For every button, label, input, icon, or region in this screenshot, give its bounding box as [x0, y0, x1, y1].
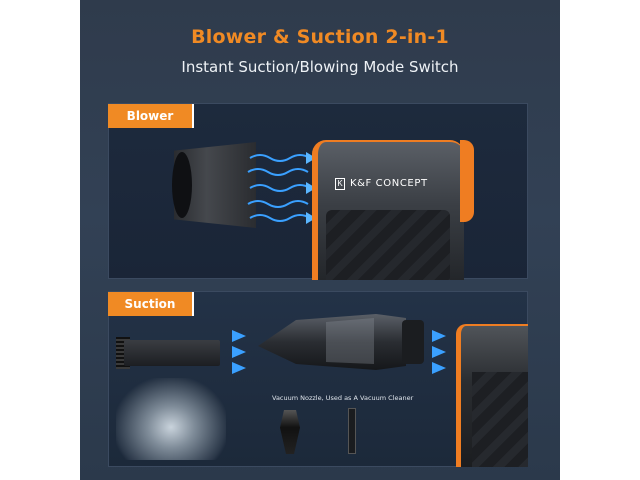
vacuum-caption: Vacuum Nozzle, Used as A Vacuum Cleaner [272, 394, 414, 402]
water-splash-image [116, 378, 226, 460]
wind-effect-icon [247, 152, 316, 224]
flat-nozzle-icon [348, 408, 356, 454]
suction-device-grip [472, 372, 528, 467]
suction-arrows-icon-2 [432, 330, 446, 374]
suction-arrows-icon [232, 330, 246, 374]
blower-tag: Blower [108, 104, 194, 128]
headline: Blower & Suction 2-in-1 [191, 26, 449, 48]
nozzle-mouth [172, 152, 192, 218]
brand-label: K&F CONCEPT [350, 178, 428, 189]
device-orange-cap [460, 140, 474, 222]
device-handle [326, 210, 450, 280]
subheadline: Instant Suction/Blowing Mode Switch [181, 58, 459, 76]
extension-hose [124, 340, 220, 366]
suction-tag: Suction [108, 292, 194, 316]
brand-logo: K [335, 178, 345, 190]
vacuum-nozzle [258, 314, 424, 370]
vacuum-attachment-icon [280, 410, 300, 454]
